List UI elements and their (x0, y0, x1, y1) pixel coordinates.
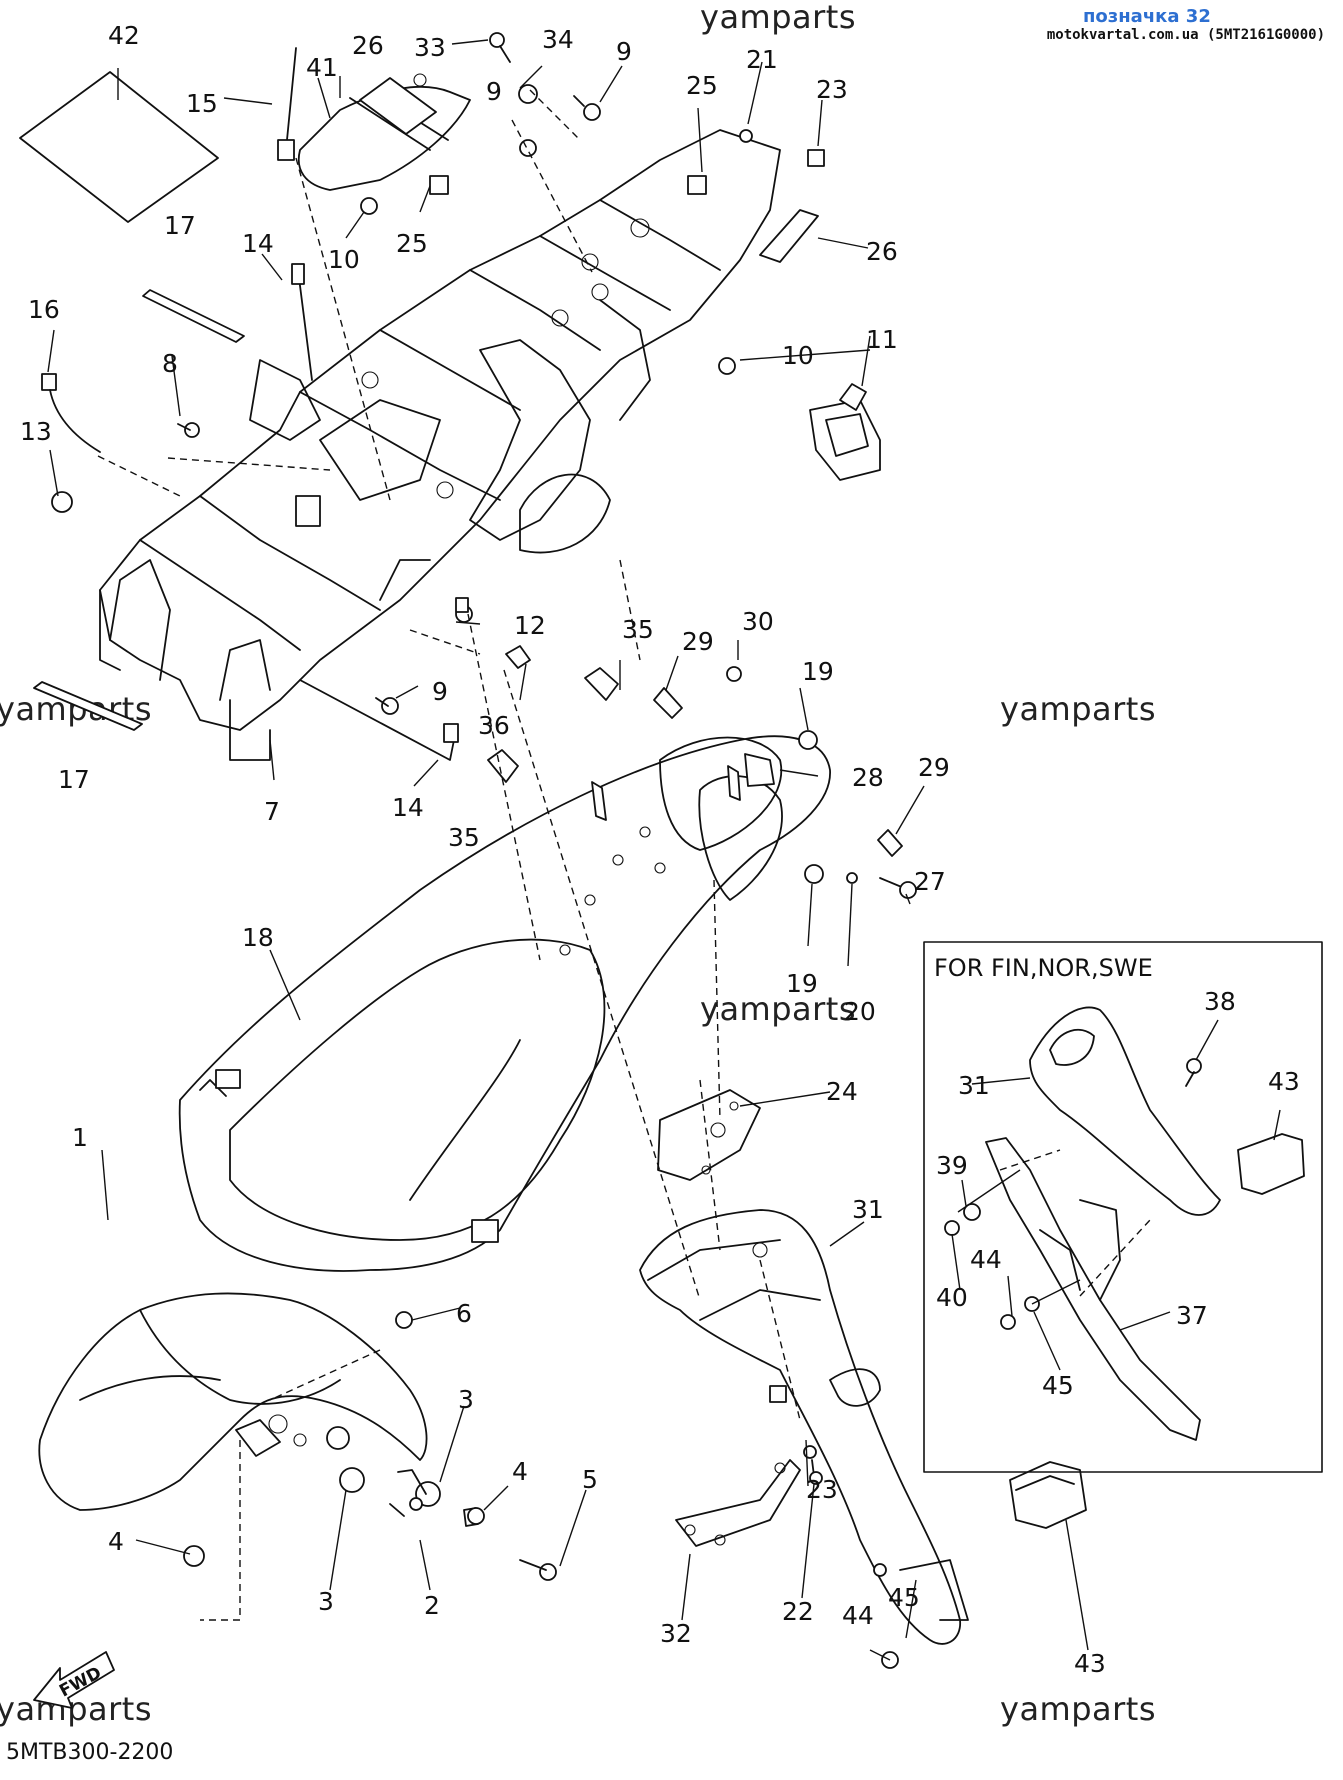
callout-14: 14 (242, 229, 274, 258)
callout-20: 20 (844, 997, 876, 1026)
callout-16: 16 (28, 295, 60, 324)
callout-29: 29 (918, 753, 950, 782)
callout-45: 45 (1042, 1371, 1074, 1400)
callout-numbers: 42 41 26 15 33 34 9 9 25 21 23 26 10 25 … (20, 21, 1300, 1678)
callout-14: 14 (392, 793, 424, 822)
part-19-damper (726, 666, 824, 884)
callout-28: 28 (852, 763, 884, 792)
part-26-rubber-band (359, 77, 819, 263)
callout-4: 4 (108, 1527, 124, 1556)
badge-title[interactable]: позначка 32 (1082, 6, 1211, 27)
watermark: yamparts (700, 0, 857, 36)
callout-4: 4 (512, 1457, 528, 1486)
callout-2: 2 (424, 1591, 440, 1620)
callout-44: 44 (842, 1601, 874, 1630)
callout-31: 31 (852, 1195, 884, 1224)
badge-source: motokvartal.com.ua (5MT2161G0000) (1046, 27, 1325, 43)
callout-30: 30 (742, 607, 774, 636)
callout-17: 17 (164, 211, 196, 240)
fwd-arrow-icon: FWD (33, 1651, 115, 1709)
part-24-plate (657, 1089, 761, 1181)
callout-13: 13 (20, 417, 52, 446)
callout-25: 25 (396, 229, 428, 258)
callout-19: 19 (786, 969, 818, 998)
part-7-rear-inner-fender-frame (99, 129, 781, 761)
callout-12: 12 (514, 611, 546, 640)
callout-1: 1 (72, 1123, 88, 1152)
callout-15: 15 (186, 89, 218, 118)
part-31-rear-flap (639, 1209, 969, 1645)
part-32-stay (675, 1459, 801, 1547)
callout-10: 10 (782, 341, 814, 370)
callout-22: 22 (782, 1597, 814, 1626)
callout-18: 18 (242, 923, 274, 952)
callout-37: 37 (1176, 1301, 1208, 1330)
part-17-damper-pad (33, 289, 245, 731)
callout-42: 42 (108, 21, 140, 50)
callout-24: 24 (826, 1077, 858, 1106)
watermark: yamparts (1000, 1690, 1157, 1728)
callout-44: 44 (970, 1245, 1002, 1274)
callout-43: 43 (1074, 1649, 1106, 1678)
callout-19: 19 (802, 657, 834, 686)
front-fender-hardware (183, 1311, 557, 1581)
watermark: yamparts (0, 1690, 153, 1728)
callout-45: 45 (888, 1583, 920, 1612)
callout-41: 41 (306, 53, 338, 82)
callout-38: 38 (1204, 987, 1236, 1016)
callout-31: 31 (958, 1071, 990, 1100)
callout-25: 25 (686, 71, 718, 100)
inset-panel (923, 941, 1323, 1473)
callout-29: 29 (682, 627, 714, 656)
callout-35: 35 (622, 615, 654, 644)
callout-9: 9 (432, 677, 448, 706)
callout-5: 5 (582, 1465, 598, 1494)
callout-3: 3 (318, 1587, 334, 1616)
callout-32: 32 (660, 1619, 692, 1648)
callout-43: 43 (1268, 1067, 1300, 1096)
leader-lines (47, 39, 1281, 1661)
part-28-bracket (591, 753, 775, 821)
callout-36: 36 (478, 711, 510, 740)
callout-17: 17 (58, 765, 90, 794)
callout-10: 10 (328, 245, 360, 274)
watermark: yamparts (1000, 690, 1157, 728)
assembly-dashed-lines (97, 89, 1151, 1621)
part-42-label-sheet (19, 71, 219, 223)
callout-26: 26 (866, 237, 898, 266)
part-11-cord-holder (809, 383, 881, 481)
callout-27: 27 (914, 867, 946, 896)
callout-39: 39 (936, 1151, 968, 1180)
inset-title: FOR FIN,NOR,SWE (934, 954, 1153, 982)
callout-26: 26 (352, 31, 384, 60)
callout-23: 23 (806, 1475, 838, 1504)
part-1-front-fender (38, 1292, 428, 1511)
callout-8: 8 (162, 349, 178, 378)
callout-11: 11 (866, 325, 898, 354)
watermark: yamparts (700, 990, 857, 1028)
callout-34: 34 (542, 25, 574, 54)
part-35-clip (487, 645, 619, 783)
callout-33: 33 (414, 33, 446, 62)
callout-35: 35 (448, 823, 480, 852)
callout-21: 21 (746, 45, 778, 74)
part-29-damper (653, 687, 903, 857)
callout-9: 9 (616, 37, 632, 66)
diagram-code: 5MTB300-2200 (6, 1740, 174, 1765)
part-43-reflector (1009, 1461, 1087, 1529)
callout-6: 6 (456, 1299, 472, 1328)
callout-40: 40 (936, 1283, 968, 1312)
fastener-bolt (41, 32, 825, 761)
source-badge: позначка 32 motokvartal.com.ua (5MT2161G… (1047, 6, 1325, 43)
callout-9: 9 (486, 77, 502, 106)
callout-3: 3 (458, 1385, 474, 1414)
callout-23: 23 (816, 75, 848, 104)
callout-7: 7 (264, 797, 280, 826)
part-18-rear-fender-cover (178, 735, 831, 1272)
